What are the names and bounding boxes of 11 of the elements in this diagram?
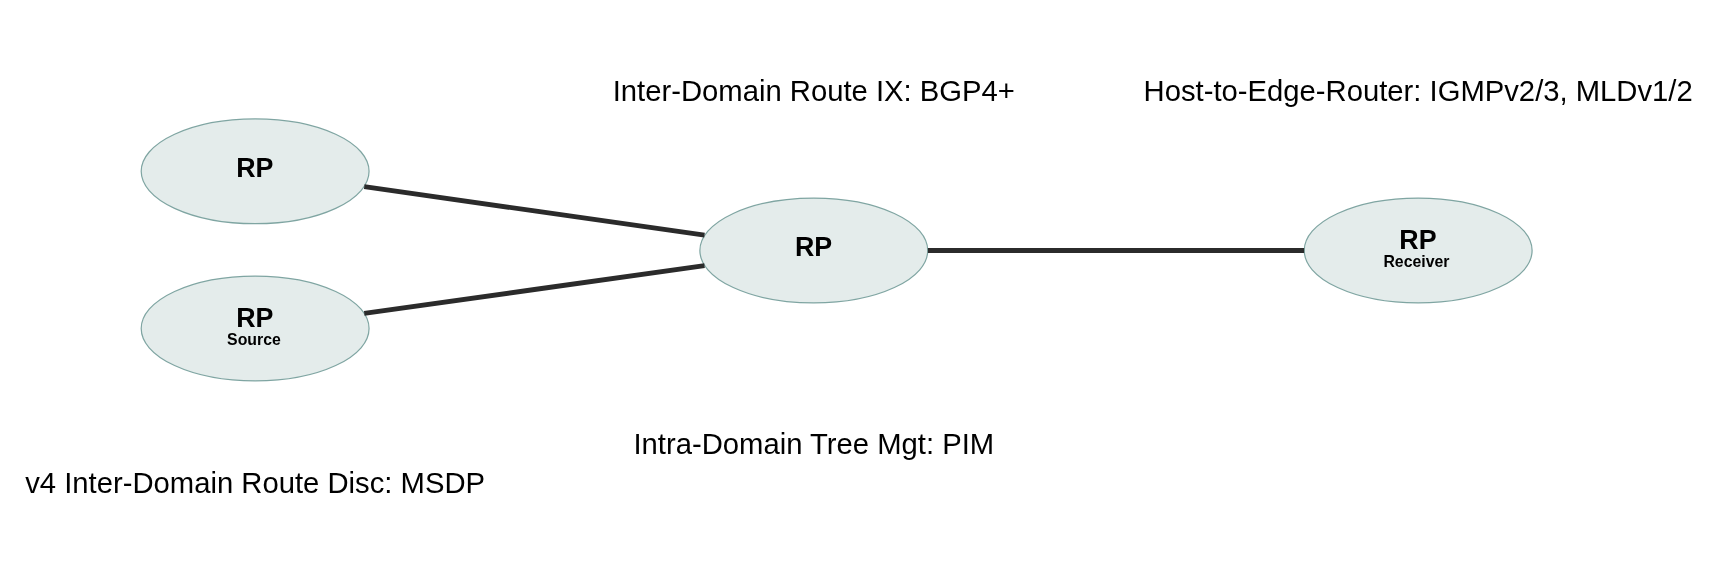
label: Inter-Domain Route IX: BGP4+	[612, 74, 1015, 107]
connector	[363, 184, 705, 238]
connector	[363, 263, 705, 316]
node-ellipse: RP	[140, 118, 370, 225]
label: v4 Inter-Domain Route Disc: MSDP	[24, 467, 485, 500]
node-ellipse: RP Receiver	[1303, 197, 1533, 304]
node-ellipse: RP Source	[140, 275, 370, 382]
label: Intra-Domain Tree Mgt: PIM	[632, 428, 994, 461]
connector	[927, 248, 1304, 253]
label: Host-to-Edge-Router: IGMPv2/3, MLDv1/2	[1143, 74, 1693, 107]
node-ellipse: RP	[698, 197, 928, 304]
